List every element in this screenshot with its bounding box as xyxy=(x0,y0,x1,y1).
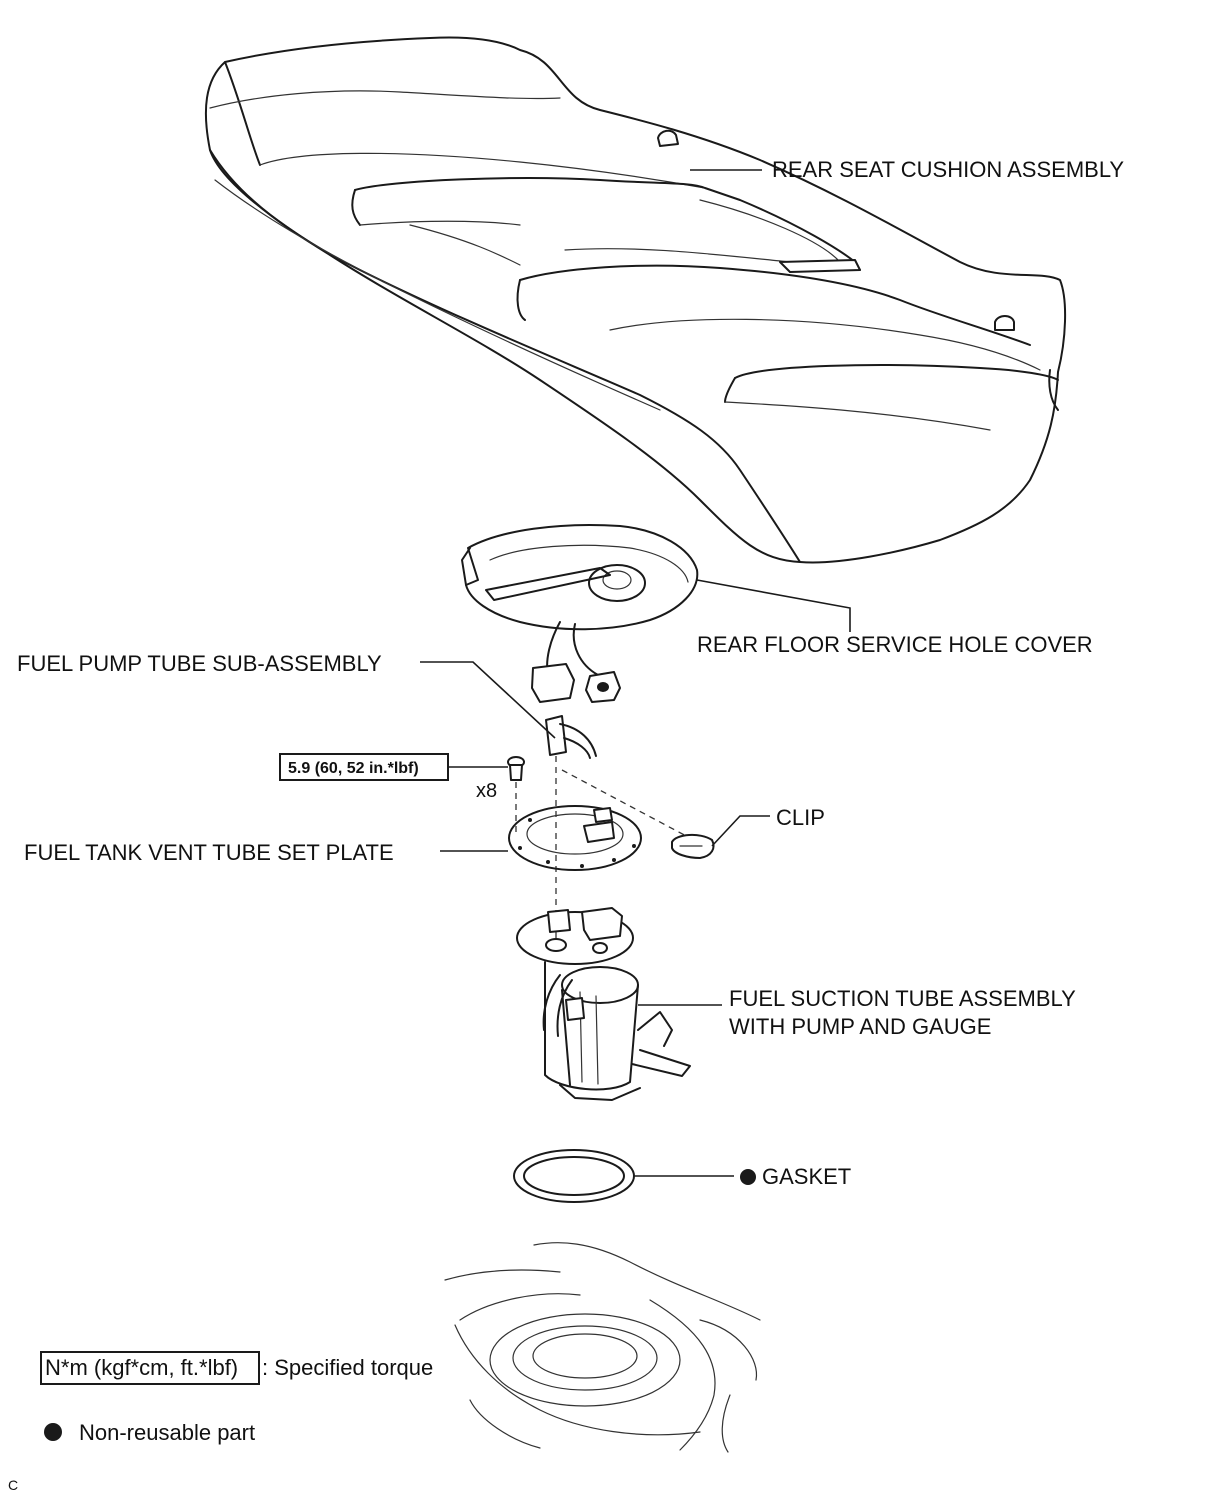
fuel-tank-drawing xyxy=(444,1242,761,1453)
leader-fuel-pump-tube xyxy=(420,661,556,739)
leader-clip xyxy=(711,815,770,847)
corner-mark: C xyxy=(8,1477,18,1493)
legend-torque-unit: N*m (kgf*cm, ft.*lbf) xyxy=(45,1355,238,1380)
bolt-drawing xyxy=(507,756,525,781)
leader-rear-floor-cover xyxy=(696,579,851,632)
legend-nonreusable-icon xyxy=(44,1423,62,1441)
nonreusable-icon xyxy=(740,1169,756,1185)
label-torque-value: 5.9 (60, 52 in.*lbf) xyxy=(288,760,419,777)
label-bolt-count: x8 xyxy=(476,780,497,802)
rear-floor-cover-drawing xyxy=(461,523,699,703)
label-rear-floor-cover: REAR FLOOR SERVICE HOLE COVER xyxy=(697,632,1093,657)
legend-torque-box xyxy=(40,1351,260,1385)
legend-nonreusable-desc: Non-reusable part xyxy=(79,1420,255,1445)
label-fuel-suction-line1: FUEL SUCTION TUBE ASSEMBLY xyxy=(729,986,1076,1011)
clip-drawing xyxy=(671,834,715,859)
alignment-line-clip xyxy=(561,769,691,839)
vent-plate-drawing xyxy=(508,805,642,871)
torque-spec-box xyxy=(279,753,449,781)
rear-seat-cushion-drawing xyxy=(204,36,1067,564)
label-rear-seat-cushion: REAR SEAT CUSHION ASSEMBLY xyxy=(772,157,1124,182)
gasket-drawing xyxy=(513,1149,635,1203)
fuel-pump-tube-drawing xyxy=(545,715,597,759)
label-vent-plate: FUEL TANK VENT TUBE SET PLATE xyxy=(24,840,394,865)
label-gasket: GASKET xyxy=(762,1164,851,1189)
label-fuel-pump-tube: FUEL PUMP TUBE SUB-ASSEMBLY xyxy=(17,651,382,676)
legend-torque-desc: : Specified torque xyxy=(262,1355,433,1380)
label-fuel-suction-line2: WITH PUMP AND GAUGE xyxy=(729,1014,991,1039)
label-clip: CLIP xyxy=(776,805,825,830)
fuel-suction-assembly-drawing xyxy=(516,907,691,1101)
legend: N*m (kgf*cm, ft.*lbf) : Specified torque… xyxy=(40,1351,433,1445)
